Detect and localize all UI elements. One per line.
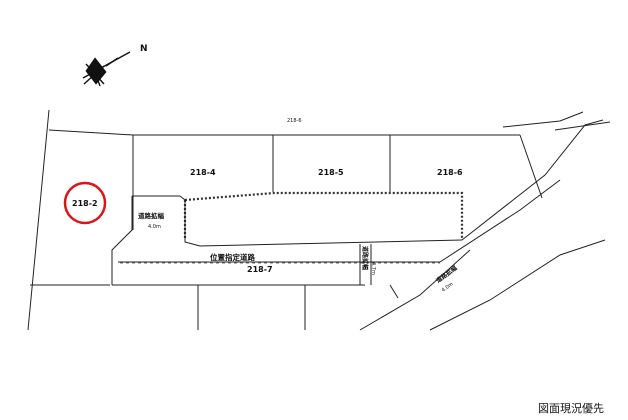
footer-note: 図面現況優先 <box>538 402 604 415</box>
diagonal-road-width-group: 4.0m <box>441 281 455 293</box>
lot-label-218-2: 218-2 <box>72 199 98 208</box>
left-road-width: 4.0m <box>148 224 161 230</box>
lot-label-top: 218-6 <box>287 118 302 124</box>
lot-boundaries <box>27 109 584 331</box>
position-road-name: 位置指定道路 <box>210 252 255 262</box>
vertical-road-width-group: 4.7m <box>370 262 376 275</box>
lot-label-218-4: 218-4 <box>190 168 216 177</box>
road-outline <box>111 119 611 331</box>
diagonal-road-label-group: 道路拡幅 <box>434 264 458 285</box>
position-road-lot: 218-7 <box>247 265 273 274</box>
compass-label: N <box>140 44 148 54</box>
highlight-circle <box>63 181 107 225</box>
setback-lines <box>183 191 464 240</box>
left-road-name: 道路拡幅 <box>138 211 165 220</box>
vertical-road-width: 4.7m <box>370 262 376 275</box>
lot-label-218-5: 218-5 <box>318 168 344 177</box>
lot-label-218-6: 218-6 <box>437 168 463 177</box>
diagonal-road-name: 道路拡幅 <box>434 264 458 285</box>
vertical-road-label-group: 道路拡幅 <box>361 246 369 270</box>
vertical-road-name: 道路拡幅 <box>361 246 369 270</box>
diagonal-road-width: 4.0m <box>441 281 455 293</box>
north-arrow-icon <box>82 51 131 87</box>
